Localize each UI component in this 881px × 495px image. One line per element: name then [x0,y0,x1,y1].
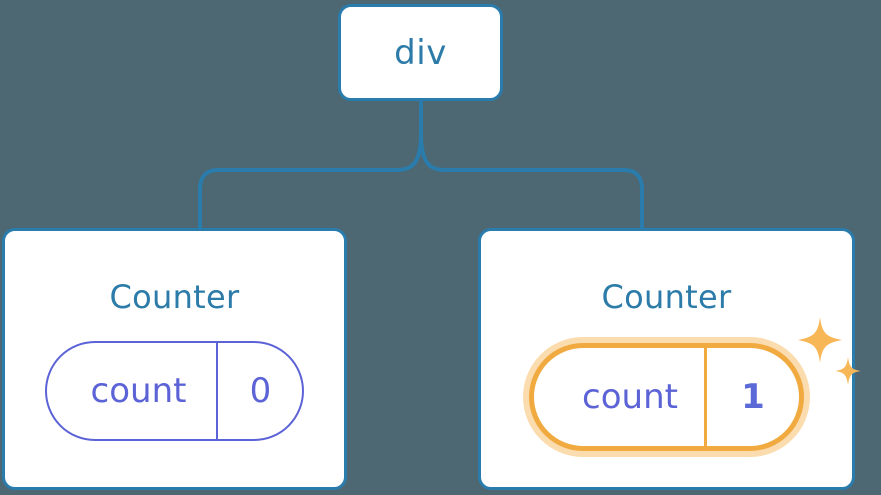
state-key: count [90,371,187,411]
state-pill-container-highlighted: count 1 [523,317,861,457]
state-pill-divider [703,348,707,446]
component-title: Counter [601,278,732,316]
tree-node-root[interactable]: div [338,4,503,101]
component-card-counter-right[interactable]: Counter count 1 [478,228,861,490]
component-title: Counter [109,278,240,316]
connector-branch-left [198,132,423,228]
sparkle-large-icon [797,317,842,363]
state-pill-glow: count 1 [523,317,861,457]
sparkle-small-icon [834,357,861,385]
state-pill-highlighted[interactable]: count 1 [529,343,804,451]
component-card-counter-left[interactable]: Counter count 0 [2,228,347,490]
state-pill-divider [216,343,219,439]
connector-branch-right [419,132,644,228]
state-value: 1 [741,377,765,417]
state-key: count [582,377,678,417]
state-pill[interactable]: count 0 [44,341,305,441]
state-value: 0 [249,371,272,411]
sparkles-group [797,317,861,385]
root-node-label: div [394,32,447,73]
state-pill-container: count 0 [44,341,305,441]
